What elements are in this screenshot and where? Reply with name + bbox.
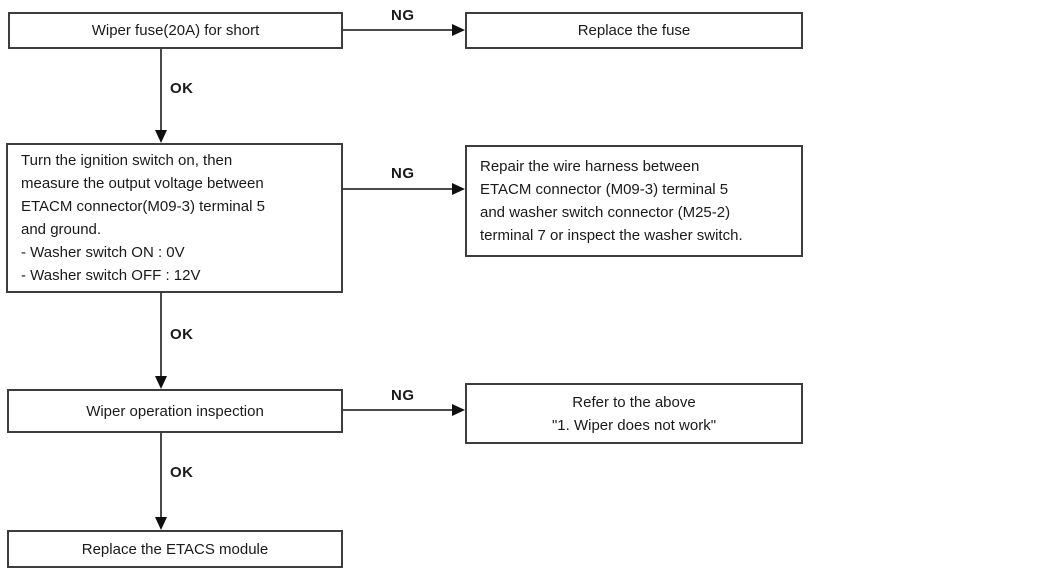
node-wiper-operation-inspection: Wiper operation inspection <box>7 389 343 433</box>
arrow-down-icon <box>155 376 167 389</box>
edge-label-ok-1: OK <box>170 80 194 97</box>
connector-ok-line-1 <box>160 49 162 132</box>
arrow-down-icon <box>155 517 167 530</box>
connector-ok-line-2 <box>160 293 162 377</box>
node-refer-to-above: Refer to the above "1. Wiper does not wo… <box>465 383 803 444</box>
node-measure-output-voltage: Turn the ignition switch on, then measur… <box>6 143 343 293</box>
connector-ng-line-1 <box>343 29 453 31</box>
arrow-right-icon <box>452 183 465 195</box>
edge-label-ok-3: OK <box>170 464 194 481</box>
edge-label-ng-1: NG <box>391 7 415 24</box>
node-replace-fuse: Replace the fuse <box>465 12 803 49</box>
edge-label-ng-2: NG <box>391 165 415 182</box>
node-repair-wire-harness: Repair the wire harness between ETACM co… <box>465 145 803 257</box>
arrow-down-icon <box>155 130 167 143</box>
connector-ng-line-3 <box>343 409 453 411</box>
edge-label-ok-2: OK <box>170 326 194 343</box>
arrow-right-icon <box>452 404 465 416</box>
node-check-wiper-fuse: Wiper fuse(20A) for short <box>8 12 343 49</box>
node-replace-etacs-module: Replace the ETACS module <box>7 530 343 568</box>
arrow-right-icon <box>452 24 465 36</box>
connector-ok-line-3 <box>160 433 162 518</box>
edge-label-ng-3: NG <box>391 387 415 404</box>
connector-ng-line-2 <box>343 188 453 190</box>
